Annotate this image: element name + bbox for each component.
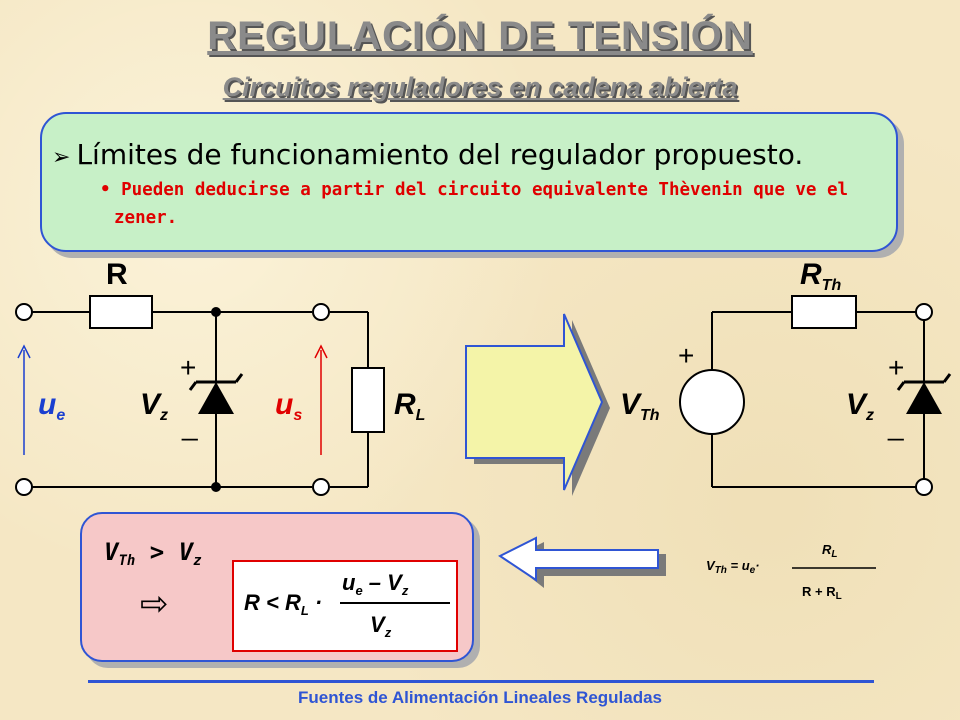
arrow-bullet-icon: ➢ [52,145,71,170]
result-lhs: R < RL · [244,590,323,618]
back-arrow [498,536,666,588]
terminal-th-top [915,303,933,321]
minus-left: _ [182,410,198,441]
voltage-source [679,369,745,435]
result-box [232,560,458,652]
minus-right: _ [888,410,904,441]
plus-left: + [180,352,197,383]
result-denominator: Vz [370,612,392,640]
page-title: REGULACIÓN DE TENSIÓN [207,14,753,58]
dot-bullet-icon: • [100,180,111,200]
terminal-out-bottom [312,478,330,496]
bullet-main: ➢Límites de funcionamiento del regulador… [52,138,803,171]
page-subtitle: Circuitos reguladores en cadena abierta [222,72,738,102]
label-us: us [275,388,303,424]
footer-text: Fuentes de Alimentación Lineales Regulad… [297,688,663,707]
label-r: R [106,258,128,291]
label-rl: RL [394,388,426,424]
label-vz-left: Vz [140,388,169,424]
condition-inequality: VTh > Vz [104,538,202,569]
input-voltage-arrow [17,344,31,455]
equivalence-arrow [465,313,610,496]
label-ue: ue [38,388,66,424]
resistor-r [89,295,153,329]
label-vth: VTh [620,388,660,424]
node-bottom [211,482,221,492]
resistor-rth [791,295,857,329]
terminal-in-bottom [15,478,33,496]
thevenin-lhs: VTh = ue· [706,558,760,576]
resistor-load [351,367,385,433]
bullet-sub-text: Pueden deducirse a partir del circuito e… [114,180,849,228]
bullet-main-text: Límites de funcionamiento del regulador … [76,138,804,171]
zener-diode-right [896,373,952,414]
bullet-sub: • Pueden deducirse a partir del circuito… [100,176,894,232]
plus-right: + [888,352,905,383]
output-voltage-arrow [314,344,328,455]
footer-divider [88,680,874,683]
result-fraction-line [340,602,450,604]
terminal-in-top [15,303,33,321]
thevenin-numerator: RL [822,542,838,560]
zener-diode-left [188,373,244,414]
node-top [211,307,221,317]
terminal-out-top [312,303,330,321]
label-vz-right: Vz [846,388,875,424]
content-box [40,112,898,252]
result-numerator: ue – Vz [342,570,409,598]
terminal-th-bottom [915,478,933,496]
thevenin-denominator: R + RL [802,584,842,602]
plus-source: + [678,340,695,371]
label-rth: RTh [800,258,842,294]
implies-arrow-icon: ⇨ [140,585,169,623]
